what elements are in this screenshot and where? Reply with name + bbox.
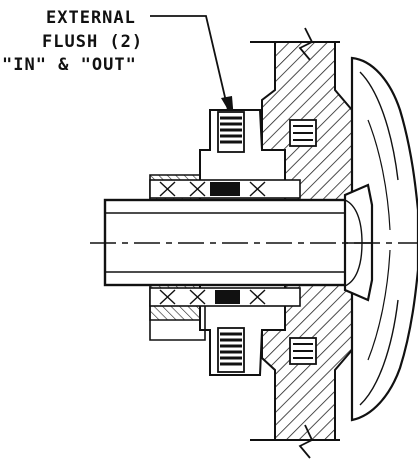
impeller [350,56,418,422]
callout-leader [150,15,234,120]
housing-bolt-upper [289,119,317,147]
seal-rings-lower [149,287,301,307]
flush-port-in [217,111,245,153]
flush-port-out [217,327,245,373]
housing-bolt-lower [289,337,317,365]
callout-line-2: FLUSH (2) [42,32,144,52]
callout-line-3: "IN" & "OUT" [2,55,137,75]
seal-rings-upper [149,179,301,199]
callout-line-1: EXTERNAL [46,8,136,28]
